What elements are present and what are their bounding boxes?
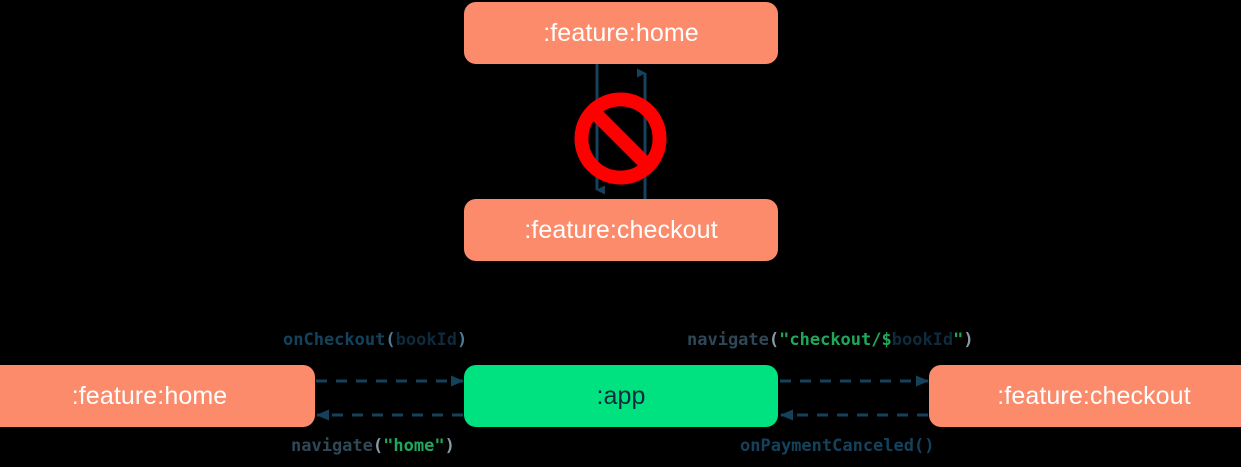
code-token: (: [768, 330, 780, 350]
edge-label-on-checkout: onCheckout(bookId): [283, 332, 467, 349]
code-token: bookId: [891, 330, 954, 350]
edge-label-on-payment-canceled: onPaymentCanceled(): [740, 438, 934, 455]
code-token: bookId: [395, 330, 458, 350]
node-feature-checkout-top[interactable]: :feature:checkout: [464, 199, 778, 261]
code-token: ): [457, 330, 468, 350]
code-token: (: [372, 436, 384, 456]
node-label: :feature:checkout: [524, 215, 718, 244]
code-token: ): [444, 436, 455, 456]
edge-label-navigate-home: navigate("home"): [291, 438, 455, 455]
code-token: (: [385, 330, 396, 350]
node-feature-checkout-bottom[interactable]: :feature:checkout: [929, 365, 1241, 427]
node-feature-home-bottom[interactable]: :feature:home: [0, 365, 315, 427]
code-token: onCheckout: [283, 330, 386, 350]
node-label: :app: [596, 381, 646, 410]
node-app[interactable]: :app: [464, 365, 778, 427]
code-token: ): [963, 330, 974, 350]
code-token: navigate: [291, 436, 373, 456]
code-token: "checkout/$: [779, 330, 892, 350]
code-token: onPaymentCanceled(): [740, 436, 935, 456]
edge-label-navigate-checkout: navigate("checkout/$bookId"): [687, 332, 974, 349]
node-label: :feature:home: [543, 18, 699, 47]
code-token: navigate: [687, 330, 769, 350]
code-token: "home": [383, 436, 445, 456]
code-token: ": [953, 330, 964, 350]
node-feature-home-top[interactable]: :feature:home: [464, 2, 778, 64]
no-entry-icon: [574, 92, 667, 185]
node-label: :feature:checkout: [997, 381, 1191, 410]
node-label: :feature:home: [71, 381, 228, 410]
